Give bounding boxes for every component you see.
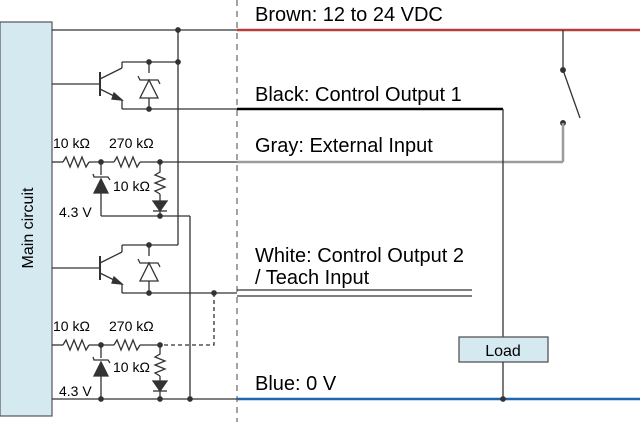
main-circuit-block	[0, 21, 53, 417]
junction-dot	[146, 106, 152, 112]
white-wire-label-2: / Teach Input	[255, 267, 370, 289]
junction-dot	[157, 396, 163, 402]
resistor-10k-d	[153, 345, 167, 377]
diode-1-triangle	[151, 200, 169, 213]
black-wire-label: Black: Control Output 1	[255, 84, 462, 106]
resistor-270k-b	[113, 338, 141, 352]
resistor-10k-a	[62, 155, 90, 169]
zener-4-label: 4.3 V	[59, 383, 92, 399]
junction-dot	[157, 213, 163, 219]
zener-1-bar	[137, 75, 161, 85]
zener-2-label: 4.3 V	[59, 204, 92, 220]
load-label: Load	[485, 343, 521, 360]
junction-dot	[187, 396, 193, 402]
resistor-10k-c-label: 10 kΩ	[53, 318, 90, 334]
zener-3-triangle	[138, 261, 160, 282]
zener-4-triangle	[92, 360, 110, 377]
zener-1-triangle	[138, 78, 160, 99]
teach-input-tap	[160, 293, 215, 346]
junction-dot	[175, 27, 181, 33]
main-circuit-label: Main circuit	[20, 187, 37, 268]
resistor-10k-b-label: 10 kΩ	[113, 178, 150, 194]
resistor-270k-a	[113, 155, 141, 169]
resistor-10k-d-label: 10 kΩ	[113, 359, 150, 375]
transistor-1-collector	[99, 67, 123, 80]
zener-3-bar	[137, 258, 161, 268]
zener-2-bar	[92, 173, 111, 181]
resistor-10k-c	[62, 338, 90, 352]
blue-wire-label: Blue: 0 V	[255, 373, 337, 395]
resistor-270k-b-label: 270 kΩ	[109, 318, 154, 334]
load-box	[458, 336, 549, 363]
resistor-10k-b	[153, 162, 167, 195]
transistor-2-arrow	[111, 275, 124, 285]
junction-dot	[98, 396, 104, 402]
switch-blade	[562, 69, 581, 119]
gray-wire-label: Gray: External Input	[255, 135, 433, 157]
junction-dot	[146, 59, 152, 65]
zener-4-bar	[92, 356, 111, 364]
diode-2-triangle	[151, 380, 169, 393]
resistor-270k-a-label: 270 kΩ	[109, 135, 154, 151]
zener-2-triangle	[92, 177, 110, 194]
resistor-10k-a-label: 10 kΩ	[53, 135, 90, 151]
transistor-1-arrow	[111, 91, 124, 101]
brown-wire-label: Brown: 12 to 24 VDC	[255, 4, 443, 26]
white-wire-label-1: White: Control Output 2	[255, 245, 464, 267]
transistor-2-collector	[99, 251, 123, 264]
